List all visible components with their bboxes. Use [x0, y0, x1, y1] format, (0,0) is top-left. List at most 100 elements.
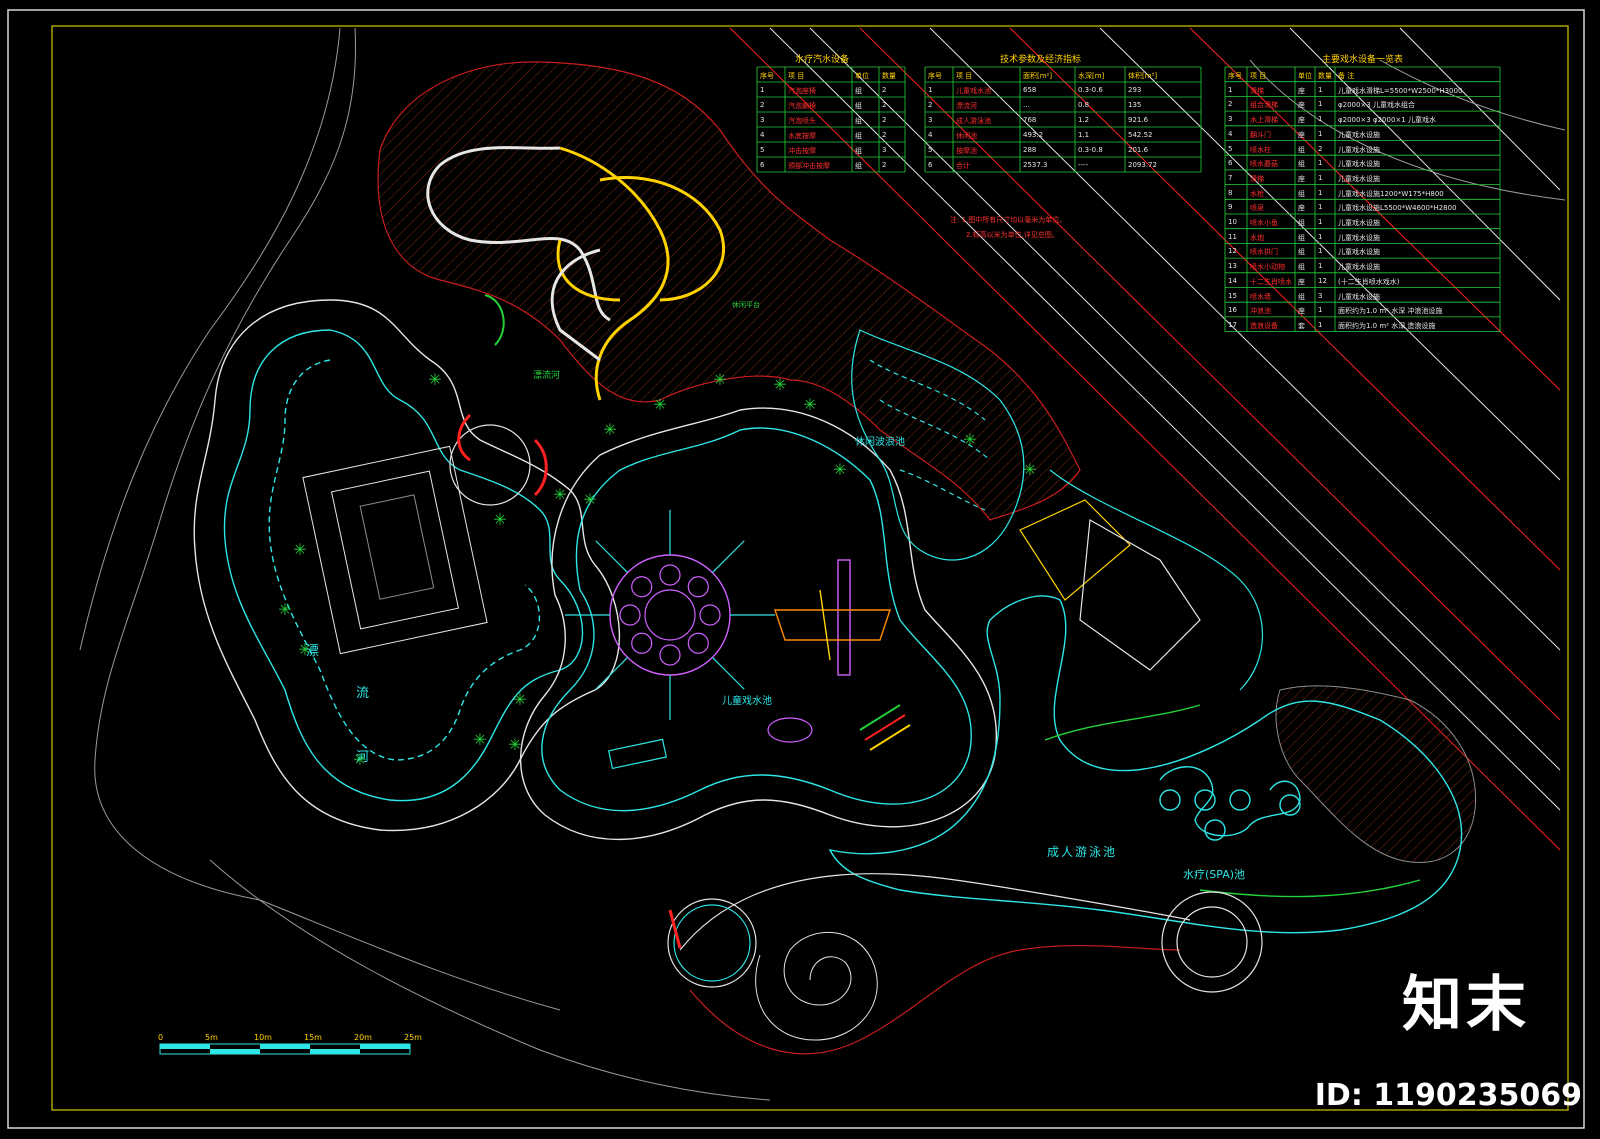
table-cell: 水底按摩 — [788, 132, 816, 140]
table-cell: 14 — [1228, 276, 1237, 285]
table-cell: 9 — [1228, 203, 1233, 212]
table-cell: 组 — [1298, 233, 1305, 242]
table-cell: 0.8 — [1078, 101, 1090, 109]
table-cell: 儿童戏水设施 — [1338, 248, 1380, 257]
table-cell: 2 — [882, 101, 887, 109]
scale-tick-25: 25m — [404, 1033, 422, 1042]
kids-equipment — [608, 559, 911, 770]
fountain-spoke — [595, 540, 628, 573]
table-cell: 儿童戏水设施 — [1338, 130, 1380, 139]
table-cell: 0.3-0.8 — [1078, 146, 1103, 154]
table-header-cell: 数量 — [1318, 72, 1332, 80]
table-cell: 儿童戏水设施L5500*W4600*H2800 — [1338, 204, 1457, 213]
table-cell: 儿童戏水设施 — [1338, 160, 1380, 169]
shrub-icon: ✳ — [833, 460, 847, 479]
shrub-icon: ✳ — [298, 640, 312, 659]
table-cell: 921.6 — [1128, 116, 1149, 124]
shrub-icon: ✳ — [553, 485, 567, 504]
fountain-petal — [659, 644, 681, 666]
table-cell: 座 — [1298, 86, 1305, 95]
table-cell: 漂流河 — [956, 102, 977, 110]
table-cell: 6 — [928, 161, 933, 169]
table-cell: 2 — [1318, 144, 1323, 153]
table-cell: 组 — [855, 162, 862, 170]
label-drift-river-top: 漂流河 — [533, 371, 561, 381]
table-cell: 5 — [760, 146, 765, 154]
table-cell: 儿童戏水设施 — [1338, 174, 1380, 183]
table-cell: … — [1023, 101, 1030, 109]
table-cell: 2 — [882, 161, 887, 169]
table-cell: 2 — [928, 101, 933, 109]
center-building — [302, 445, 488, 655]
table-cell: 滑梯 — [1250, 86, 1264, 95]
shrub-icon: ✳ — [653, 395, 667, 414]
table-cell: 3 — [1228, 115, 1233, 124]
table-cell: 喷水小动物 — [1250, 263, 1285, 272]
table-cell: 冲浪池 — [1250, 307, 1271, 316]
table-cell: 儿童戏水滑梯L=5500*W2500*H3000 — [1338, 86, 1463, 95]
fountain-petal — [687, 632, 709, 654]
table-cell: 座 — [1298, 174, 1305, 183]
shrub-icon: ✳ — [773, 375, 787, 394]
shrub-icon: ✳ — [1023, 460, 1037, 479]
table-cell: 儿童戏水池 — [956, 87, 991, 95]
table-cell: 喷水墙 — [1250, 292, 1271, 301]
label-adult-pool: 成人游泳池 — [1047, 845, 1118, 859]
table-cell: 5 — [1228, 144, 1233, 153]
site-contours — [79, 27, 1566, 1101]
table-header-cell: 数量 — [882, 72, 896, 80]
table-cell: 1 — [1318, 115, 1323, 124]
scale-tick-0: 0 — [158, 1033, 164, 1042]
fountain-petal — [631, 576, 653, 598]
table-cell: 水枪 — [1250, 189, 1264, 198]
fountain-spoke — [712, 540, 745, 573]
fountain-petal — [687, 576, 709, 598]
table-cell: 翻斗门 — [1250, 130, 1271, 139]
note-2: 2.标高以米为单位,详见总图。 — [966, 231, 1059, 239]
table-cell: 座 — [1298, 116, 1305, 125]
table-cell: 2 — [882, 86, 887, 94]
bottom-path — [667, 873, 1263, 1055]
note-1: 注: 1.图中所有尺寸均以毫米为单位。 — [950, 216, 1067, 224]
table-main-equipment-title: 主要戏水设备一览表 — [1322, 55, 1404, 65]
scale-tick-5: 5m — [205, 1033, 218, 1042]
fountain-petal — [631, 632, 653, 654]
table-cell: 11 — [1228, 232, 1237, 241]
table-cell: 288 — [1023, 146, 1037, 154]
table-cell: 组 — [855, 117, 862, 125]
table-cell: 17 — [1228, 320, 1237, 329]
table-cell: 16 — [1228, 306, 1237, 315]
table-cell: 8 — [1228, 188, 1233, 197]
table-cell: 组 — [855, 102, 862, 110]
table-cell: 4 — [928, 131, 933, 139]
hub-circle — [449, 294, 548, 506]
table-cell: 座 — [1298, 101, 1305, 110]
table-cell: 2093.72 — [1128, 161, 1157, 169]
table-cell: 汽泡座椅 — [788, 87, 816, 95]
shrub-icon: ✳ — [603, 420, 617, 439]
shrub-icon: ✳ — [963, 430, 977, 449]
table-header-cell: 面积[m²] — [1023, 72, 1053, 80]
leisure-wave-pool — [851, 329, 1025, 561]
table-cell: 1 — [1318, 85, 1323, 94]
table-cell: 6 — [760, 161, 765, 169]
label-river-c: 河 — [356, 750, 370, 765]
table-cell: 组 — [1298, 292, 1305, 301]
watermark-logo: 知末 — [1402, 970, 1530, 1040]
inner-frame — [51, 25, 1569, 1111]
right-structures — [1019, 469, 1264, 691]
table-cell: (十二生肖喷水戏水) — [1338, 277, 1400, 286]
table-cell: 套 — [1298, 321, 1305, 330]
scale-bar — [159, 1043, 411, 1055]
table-cell: 组 — [1298, 189, 1305, 198]
table-cell: 座 — [1298, 130, 1305, 139]
table-cell: 汽泡躺椅 — [788, 102, 816, 110]
shrub-icon: ✳ — [278, 600, 292, 619]
table-cell: 10 — [1228, 218, 1237, 226]
table-cell: 1 — [1318, 218, 1323, 226]
table-cell: 12 — [1228, 247, 1237, 256]
table-cell: 组 — [1298, 160, 1305, 169]
table-cell: 儿童戏水设施 — [1338, 219, 1380, 227]
table-header-cell: 序号 — [928, 72, 942, 80]
shrub-icon: ✳ — [428, 370, 442, 389]
